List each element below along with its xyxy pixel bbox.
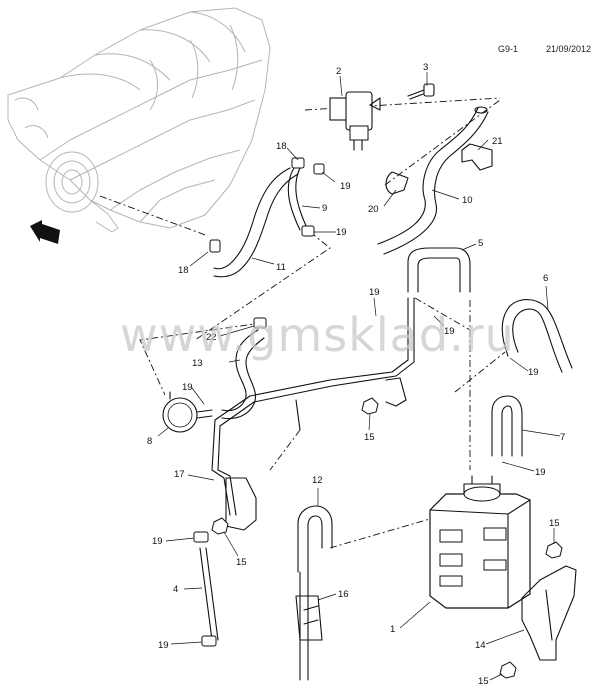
purge-solenoid-valve — [329, 91, 381, 151]
canister-bracket — [521, 565, 577, 661]
clip-4-top — [193, 531, 209, 543]
callout-19-valve: 19 — [182, 382, 193, 393]
pipe-17 — [211, 297, 415, 516]
callout-19-hose5-right: 19 — [444, 326, 455, 337]
callout-5: 5 — [478, 238, 483, 249]
callout-12: 12 — [312, 475, 323, 486]
check-valve — [162, 391, 213, 433]
hose-6 — [501, 299, 573, 373]
callout-17: 17 — [174, 469, 185, 480]
callout-19-hose6: 19 — [528, 367, 539, 378]
callout-9: 9 — [322, 203, 327, 214]
callout-15-bottom: 15 — [478, 676, 489, 687]
callout-20: 20 — [368, 204, 379, 215]
callout-18-lower: 18 — [178, 265, 189, 276]
leader-lines — [157, 72, 561, 681]
hose-10-end — [474, 106, 488, 114]
pipe-bracket-lower — [225, 477, 257, 531]
hose-7 — [491, 395, 523, 457]
callout-15-canister: 15 — [549, 518, 560, 529]
callout-labels: 2 3 18 19 9 19 10 20 21 18 11 5 6 19 19 … — [147, 62, 565, 687]
callout-2: 2 — [336, 66, 341, 77]
direction-arrow-icon — [30, 220, 60, 244]
callout-3: 3 — [423, 62, 428, 73]
pipe-bracket-upper — [385, 377, 407, 407]
clip-4-bottom — [201, 635, 217, 647]
nuts — [211, 397, 563, 679]
callout-19-clip9: 19 — [336, 227, 347, 238]
bolt — [407, 83, 435, 100]
callout-7: 7 — [560, 432, 565, 443]
hose-10 — [377, 107, 489, 255]
callout-19-hose4-bottom: 19 — [158, 640, 169, 651]
intake-manifold — [7, 7, 271, 233]
callout-4: 4 — [173, 584, 178, 595]
callout-22: 22 — [206, 332, 217, 343]
callout-15-pipe: 15 — [364, 432, 375, 443]
callout-18-upper: 18 — [276, 141, 287, 152]
callout-8: 8 — [147, 436, 152, 447]
callout-16: 16 — [338, 589, 349, 600]
hose-9 — [287, 167, 309, 231]
callout-10: 10 — [462, 195, 473, 206]
callout-19-hose7: 19 — [535, 467, 546, 478]
hose-clips-upper — [209, 157, 325, 253]
clip-22 — [253, 317, 267, 329]
callout-19-hose5-left: 19 — [369, 287, 380, 298]
hose-bracket-16 — [295, 571, 323, 681]
hose-12 — [297, 505, 333, 573]
diagram-date: 21/09/2012 — [546, 44, 592, 54]
callout-19-hose4-top: 19 — [152, 536, 163, 547]
callout-6: 6 — [543, 273, 548, 284]
hose-4 — [199, 547, 219, 641]
callout-11: 11 — [276, 262, 286, 273]
callout-1: 1 — [390, 624, 395, 635]
callout-19-upper: 19 — [340, 181, 351, 192]
pipe-connector — [295, 399, 301, 431]
routing-lines — [99, 97, 506, 549]
callout-21: 21 — [492, 136, 503, 147]
hose-11 — [213, 167, 299, 278]
diagram-code: G9-1 — [498, 44, 519, 54]
callout-14: 14 — [475, 640, 486, 651]
evap-canister — [429, 475, 531, 609]
hose-brackets — [385, 143, 493, 195]
hose-13 — [221, 329, 265, 420]
callout-13: 13 — [192, 358, 203, 369]
hose-5 — [407, 247, 471, 293]
watermark: www.gmsklad.ru — [120, 308, 515, 362]
callout-15-bracket: 15 — [236, 557, 247, 568]
